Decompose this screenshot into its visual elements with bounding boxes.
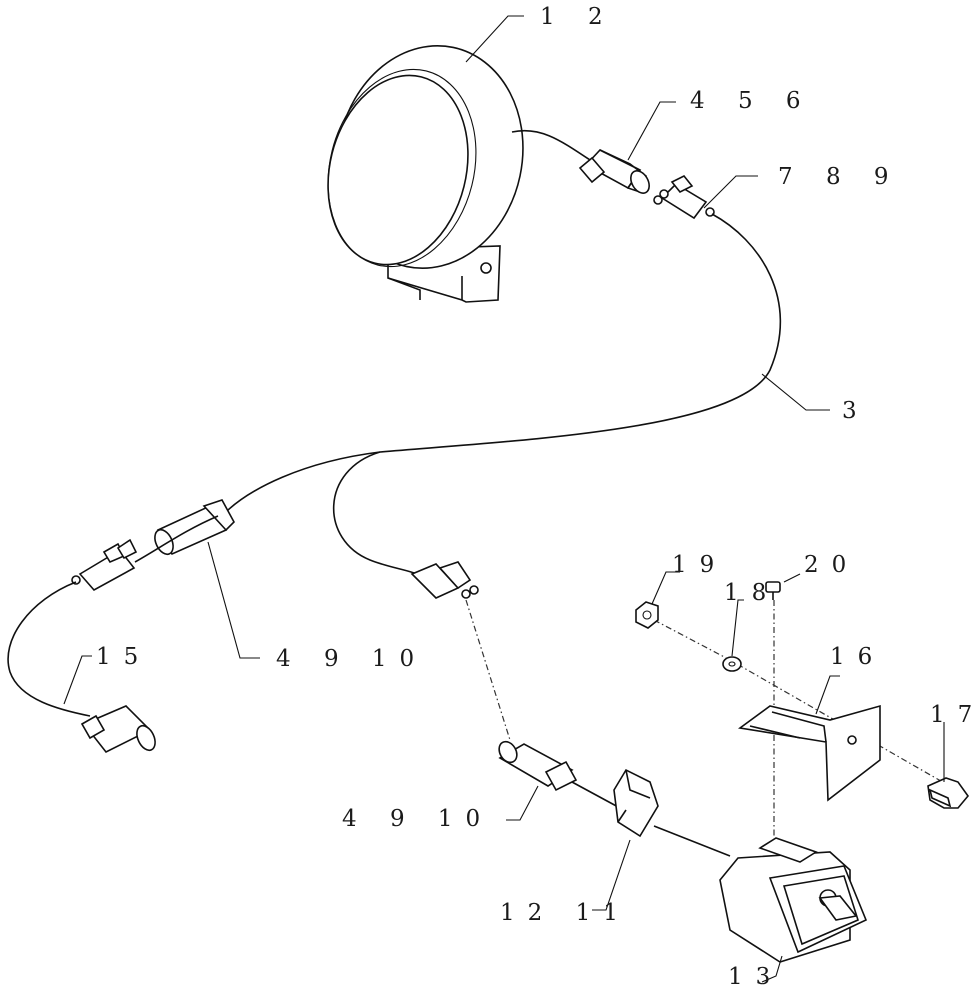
fuse-holder — [613, 768, 659, 838]
assembly-line-a — [465, 599, 511, 741]
screw — [765, 581, 781, 600]
connector-49-10-lower — [498, 740, 578, 792]
rocker-switch — [719, 837, 868, 963]
main-harness-wire — [227, 213, 782, 511]
bolt — [927, 777, 970, 809]
callout-18: 18 — [724, 580, 779, 606]
connector-789 — [653, 174, 715, 220]
washer — [722, 656, 742, 672]
callout-4-5-6: 4 5 6 — [690, 88, 814, 114]
callout-16: 16 — [830, 644, 885, 670]
leader-lines — [63, 15, 945, 983]
mounting-bracket — [737, 704, 881, 802]
nut — [635, 601, 659, 629]
callout-12-11: 12 11 — [500, 900, 631, 926]
callout-4-9-10-upper: 4 9 10 — [276, 646, 427, 672]
assembly-line-b — [653, 619, 961, 793]
callout-3: 3 — [842, 398, 870, 424]
callout-1-2: 1 2 — [540, 4, 616, 30]
work-lamp — [327, 44, 524, 303]
callout-20: 20 — [804, 552, 859, 578]
jumper-harness — [7, 515, 219, 754]
callout-17: 17 — [930, 702, 976, 728]
callout-19: 19 — [672, 552, 727, 578]
callout-7-8-9: 7 8 9 — [778, 164, 902, 190]
connector-branch-lower — [410, 561, 479, 599]
connector-456 — [578, 149, 650, 194]
callout-15: 15 — [96, 644, 151, 670]
callout-4-9-10-lower: 4 9 10 — [342, 806, 493, 832]
callout-labels: 1 2 4 5 6 7 8 9 3 4 9 10 15 19 20 18 16 … — [96, 4, 976, 990]
callout-13: 13 — [728, 964, 783, 990]
lamp-lead-wire — [511, 129, 591, 161]
